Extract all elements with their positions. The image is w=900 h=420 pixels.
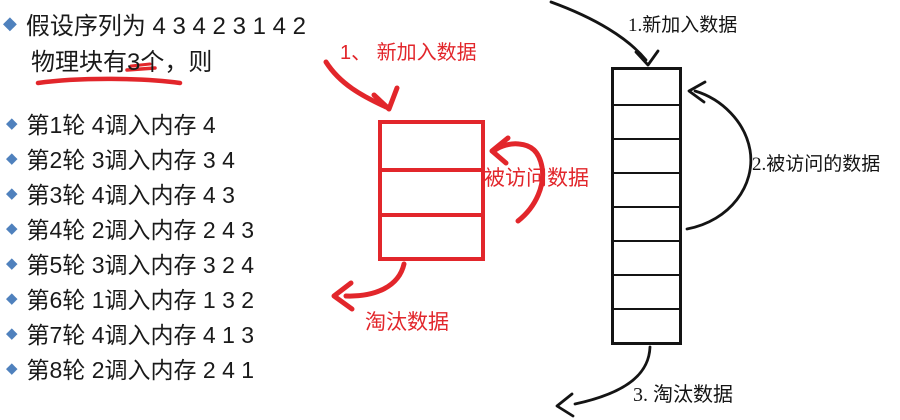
underline-small-icon: [125, 62, 157, 72]
intro-line-1-text: 假设序列为 4 3 4 2 3 1 4 2: [25, 13, 306, 40]
red-accessed-data-label: 被访问数据: [484, 167, 589, 190]
memory-stack-8-blocks: [611, 67, 682, 345]
stack-cell: [614, 70, 679, 104]
black-accessed-data-label: 2.被访问的数据: [752, 154, 881, 175]
memory-stack-3-blocks: [378, 120, 485, 261]
underline-long-icon: [35, 76, 183, 86]
stack-cell: [382, 168, 481, 212]
round-row-4: ◆ 第4轮 2调入内存 2 4 3: [6, 210, 254, 245]
red-new-data-label: 1、 新加入数据: [340, 42, 477, 64]
round-row-text: 第4轮 2调入内存 2 4 3: [26, 216, 255, 243]
round-row-text: 第3轮 4调入内存 4 3: [26, 181, 235, 208]
stack-cell: [614, 206, 679, 240]
diamond-bullet-icon: ◆: [6, 184, 18, 202]
diamond-bullet-icon: ◆: [3, 13, 17, 33]
stack-cell: [614, 308, 679, 342]
intro-line-1: ◆ 假设序列为 4 3 4 2 3 1 4 2: [3, 6, 306, 41]
round-row-1: ◆ 第1轮 4调入内存 4: [6, 105, 216, 140]
black-evicted-data-label: 3. 淘汰数据: [633, 384, 733, 406]
red-evicted-data-label: 淘汰数据: [365, 311, 449, 334]
black-evicted-data-arrow-icon: [555, 345, 652, 418]
stack-cell: [614, 172, 679, 206]
round-row-text: 第6轮 1调入内存 1 3 2: [26, 286, 255, 313]
stack-cell: [614, 240, 679, 274]
black-accessed-data-arrow-icon: [685, 80, 753, 231]
round-row-text: 第5轮 3调入内存 3 2 4: [26, 251, 255, 278]
round-row-6: ◆ 第6轮 1调入内存 1 3 2: [6, 280, 254, 315]
diamond-bullet-icon: ◆: [6, 324, 18, 342]
red-evicted-data-arrow-icon: [331, 261, 407, 312]
round-row-text: 第7轮 4调入内存 4 1 3: [26, 321, 255, 348]
diamond-bullet-icon: ◆: [6, 114, 18, 132]
round-row-2: ◆ 第2轮 3调入内存 3 4: [6, 140, 235, 175]
stack-cell: [382, 212, 481, 257]
round-row-text: 第8轮 2调入内存 2 4 1: [26, 356, 255, 383]
round-row-3: ◆ 第3轮 4调入内存 4 3: [6, 175, 235, 210]
red-accessed-data-arrow-icon: [489, 135, 546, 224]
stack-cell: [614, 274, 679, 308]
diamond-bullet-icon: ◆: [6, 359, 18, 377]
round-row-8: ◆ 第8轮 2调入内存 2 4 1: [6, 350, 254, 385]
diamond-bullet-icon: ◆: [6, 219, 18, 237]
stack-cell: [382, 124, 481, 168]
round-row-7: ◆ 第7轮 4调入内存 4 1 3: [6, 315, 254, 350]
diamond-bullet-icon: ◆: [6, 254, 18, 272]
round-row-5: ◆ 第5轮 3调入内存 3 2 4: [6, 245, 254, 280]
diamond-bullet-icon: ◆: [6, 149, 18, 167]
intro-line-2: 物理块有3个，则: [31, 49, 213, 76]
round-row-text: 第1轮 4调入内存 4: [26, 111, 216, 138]
round-row-text: 第2轮 3调入内存 3 4: [26, 146, 235, 173]
diamond-bullet-icon: ◆: [6, 289, 18, 307]
black-new-data-label: 1.新加入数据: [628, 15, 738, 36]
red-new-data-arrow-icon: [323, 59, 400, 112]
stack-cell: [614, 138, 679, 172]
black-new-data-arrow-icon: [549, 0, 660, 67]
stack-cell: [614, 104, 679, 138]
